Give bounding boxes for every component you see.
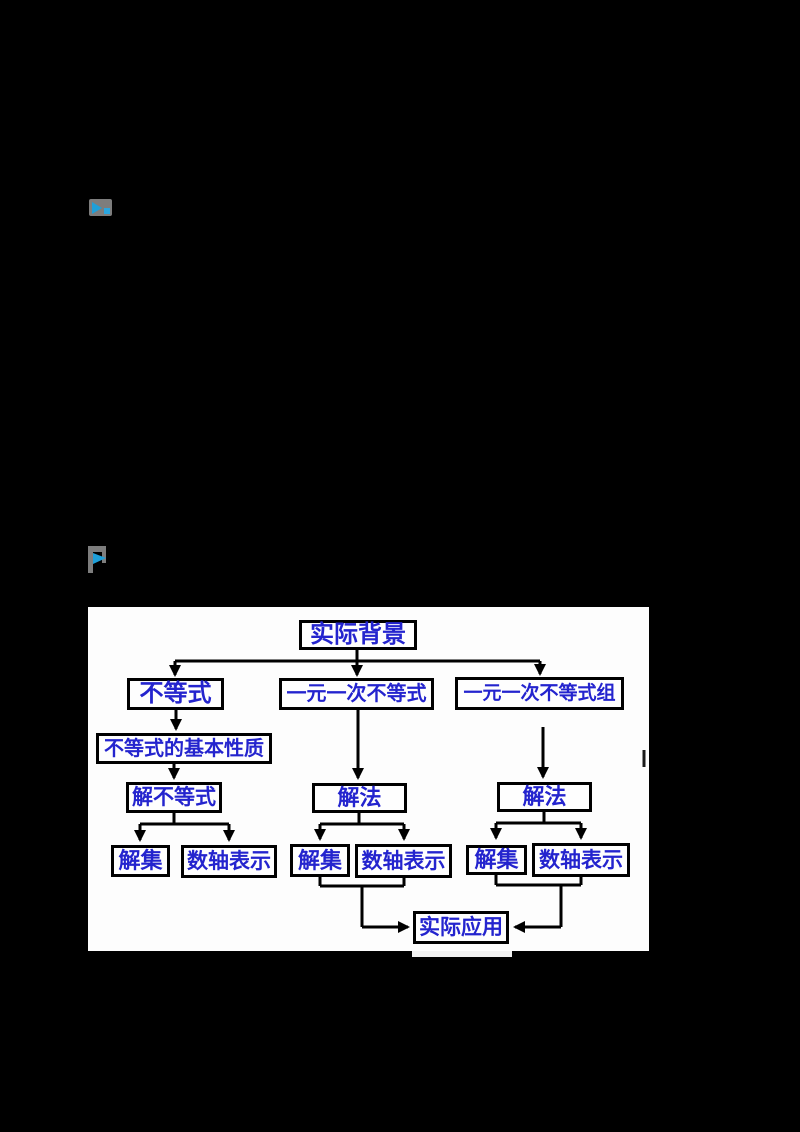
node-linear-inequality: 一元一次不等式	[279, 678, 434, 710]
node-basic-properties: 不等式的基本性质	[96, 733, 272, 764]
node-actual-background: 实际背景	[299, 620, 417, 650]
node-solution-set-2: 解集	[290, 844, 350, 877]
node-practical-application: 实际应用	[413, 911, 509, 944]
flag-pole-icon	[88, 546, 93, 573]
node-numberline-repr-1: 数轴表示	[181, 845, 277, 878]
media-placeholder-icon	[89, 199, 112, 216]
node-numberline-repr-2: 数轴表示	[355, 844, 452, 878]
node-solution-method-2: 解法	[312, 783, 407, 813]
play-triangle-icon	[92, 202, 102, 214]
flag-placeholder-icon	[88, 546, 110, 573]
blue-square-icon	[104, 208, 110, 214]
node-linear-inequality-system: 一元一次不等式组	[455, 677, 624, 710]
flag-bar-icon	[88, 546, 106, 552]
node-inequality: 不等式	[127, 678, 224, 710]
node-solution-set-1: 解集	[111, 845, 170, 877]
board-bottom-tab	[412, 951, 512, 957]
node-numberline-repr-3: 数轴表示	[532, 843, 630, 877]
flowchart-connectors	[134, 650, 646, 933]
node-solve-inequality: 解不等式	[126, 782, 222, 813]
node-solution-method-3: 解法	[497, 782, 592, 812]
node-solution-set-3: 解集	[466, 845, 527, 875]
flowchart-canvas: 实际背景 不等式 一元一次不等式 一元一次不等式组 不等式的基本性质 解不等式 …	[88, 607, 649, 951]
flag-pennant-icon	[93, 553, 106, 564]
